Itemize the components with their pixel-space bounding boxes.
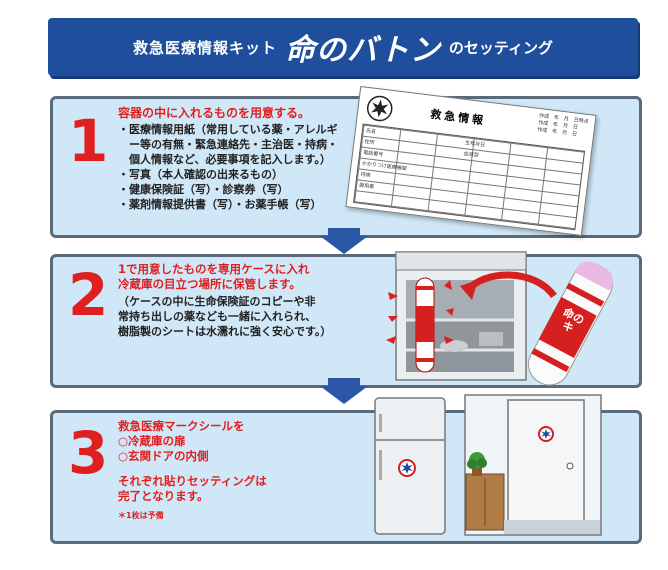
closing-line: 完了となります。 bbox=[118, 489, 209, 503]
medical-mark-sticker-icon bbox=[538, 426, 554, 442]
step-2-description: （ケースの中に生命保険証のコピーや非 常持ち出しの薬なども一緒に入れられ、 樹脂… bbox=[118, 294, 331, 339]
footnote: ＊1枚は予備 bbox=[118, 511, 164, 520]
list-item: ・薬剤情報提供書（写）・お薬手帳（写） bbox=[118, 198, 322, 211]
header-prefix: 救急医療情報キット bbox=[132, 38, 277, 57]
step-3-number: 3 bbox=[68, 419, 109, 487]
step-2-title-line: 1で用意したものを専用ケースに入れ bbox=[118, 262, 310, 276]
header-banner: 救急医療情報キット 命のバトン のセッティング bbox=[48, 18, 638, 76]
list-item: ー等の有無・緊急連絡先・主治医・持病・ bbox=[118, 138, 338, 151]
brand-logo: 命のバトン bbox=[285, 33, 441, 68]
step-2-title: 1で用意したものを専用ケースに入れ 冷蔵庫の目立つ場所に保管します。 bbox=[118, 262, 309, 292]
header-suffix: のセッティング bbox=[448, 38, 554, 57]
option-fridge-door: ○冷蔵庫の扉 bbox=[118, 434, 186, 448]
down-arrow-icon bbox=[328, 228, 360, 238]
description-line: 常持ち出しの薬なども一緒に入れられ、 bbox=[118, 310, 317, 323]
description-line: （ケースの中に生命保険証のコピーや非 bbox=[118, 295, 316, 308]
medical-form-sheet: 救急情報 作成 年 月 日時点 作成 年 月 日 作成 年 月 日 氏名 住所 … bbox=[345, 85, 597, 237]
down-arrow-icon bbox=[328, 378, 360, 388]
baton-capsule bbox=[415, 277, 435, 373]
list-item: ・医療情報用紙（常用している薬・アレルギ bbox=[118, 123, 338, 136]
step-2-number: 2 bbox=[68, 261, 109, 329]
option-entrance-door: ○玄関ドアの内側 bbox=[118, 449, 209, 463]
down-arrow-icon bbox=[320, 236, 368, 254]
step-1-list: ・医療情報用紙（常用している薬・アレルギ ー等の有無・緊急連絡先・主治医・持病・… bbox=[118, 122, 338, 212]
description-line: 樹脂製のシートは水濡れに強く安心です。） bbox=[118, 325, 332, 338]
form-title: 救急情報 bbox=[429, 107, 487, 128]
fridge-with-sticker-illustration bbox=[374, 397, 446, 535]
step-3-closing: それぞれ貼りセッティングは 完了となります。 bbox=[118, 474, 267, 504]
step-1-title: 容器の中に入れるものを用意する。 bbox=[118, 106, 311, 120]
list-item: ・健康保険証（写）・診察券（写） bbox=[118, 183, 289, 196]
open-fridge-illustration bbox=[386, 251, 557, 381]
step-1-number: 1 bbox=[68, 107, 109, 175]
step-2-title-line: 冷蔵庫の目立つ場所に保管します。 bbox=[118, 277, 301, 291]
medical-star-icon bbox=[366, 95, 393, 122]
entrance-door-illustration bbox=[464, 394, 602, 536]
step-3-options: ○冷蔵庫の扉 ○玄関ドアの内側 bbox=[118, 434, 209, 464]
step-3-title: 救急医療マークシールを bbox=[118, 419, 245, 433]
list-item: 個人情報など、必要事項を記入します。） bbox=[118, 153, 331, 166]
closing-line: それぞれ貼りセッティングは bbox=[118, 474, 267, 488]
medical-mark-sticker-icon bbox=[398, 459, 416, 477]
down-arrow-icon bbox=[320, 386, 368, 404]
list-item: ・写真（本人確認の出来るもの） bbox=[118, 168, 283, 181]
